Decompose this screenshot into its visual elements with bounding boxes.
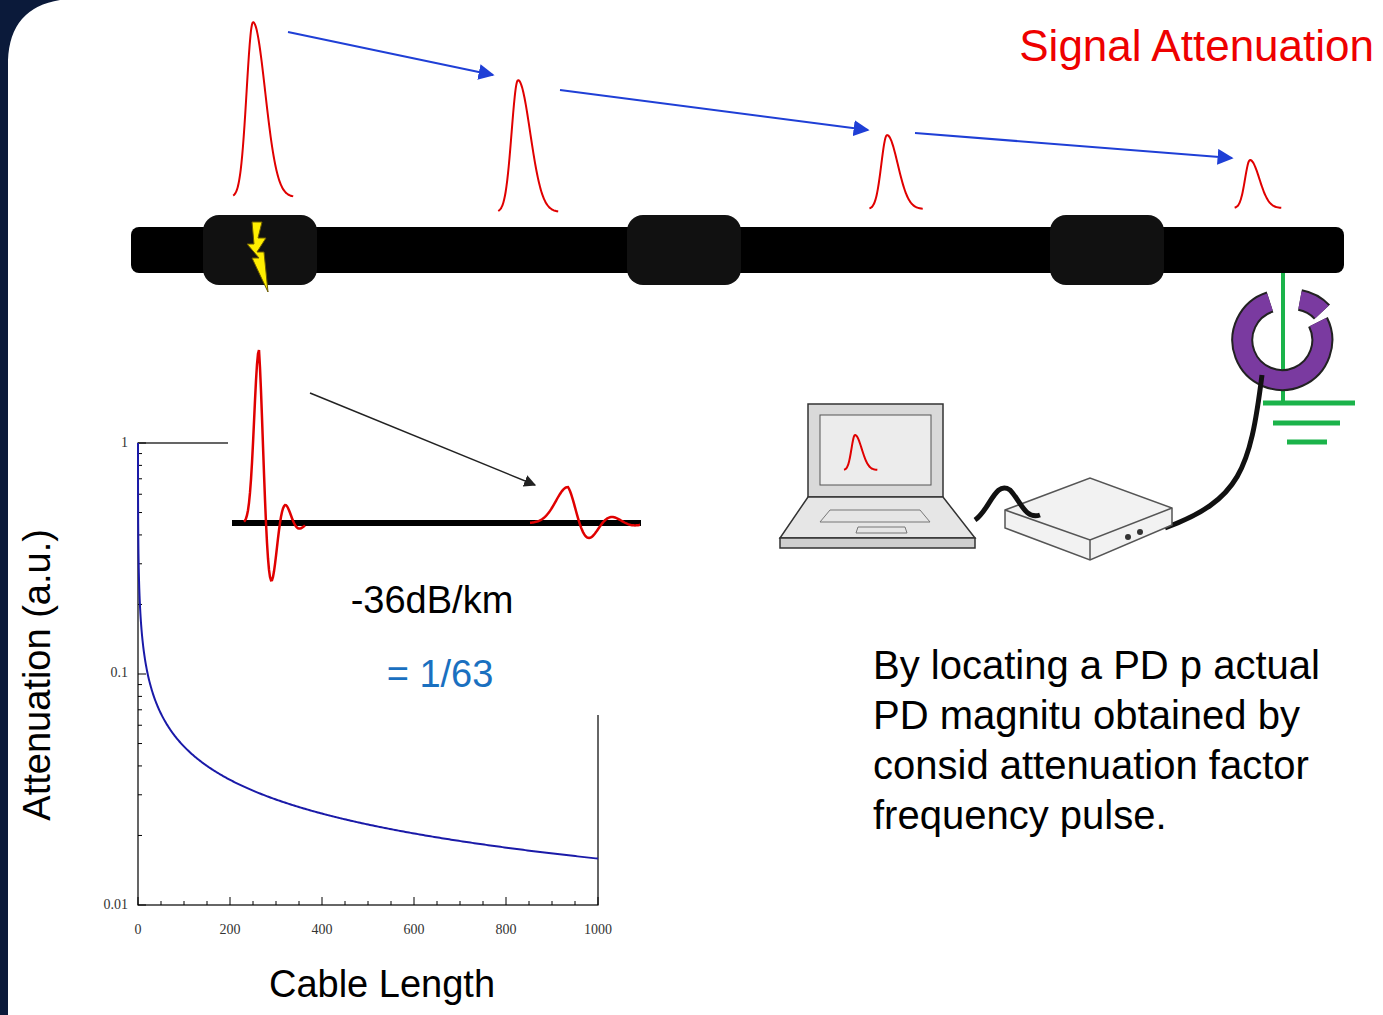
axis-tick-label: 800 — [496, 922, 517, 937]
pd-pulse — [844, 435, 877, 470]
usb-cable — [975, 488, 1040, 520]
acquisition-unit — [1005, 478, 1172, 560]
y-tick — [138, 765, 142, 766]
axis-tick-label: 0 — [135, 922, 142, 937]
x-tick — [552, 901, 553, 905]
pd-pulse — [233, 22, 293, 196]
x-tick — [276, 901, 277, 905]
x-tick — [506, 897, 507, 905]
ground-symbol — [1263, 401, 1355, 406]
y-tick — [138, 696, 142, 697]
pd-pulse — [498, 80, 558, 211]
x-tick — [575, 901, 576, 905]
note-text: By locating a PD p actual PD magnitu obt… — [873, 640, 1373, 840]
ground-symbol — [1273, 421, 1340, 426]
x-tick — [184, 901, 185, 905]
x-tick — [414, 897, 415, 905]
attenuation-rate: -36dB/km — [351, 580, 514, 622]
sensor-cable — [1165, 375, 1262, 528]
cable-joint — [1050, 215, 1164, 285]
y-tick — [138, 709, 142, 710]
inset-pulse — [244, 350, 305, 580]
x-tick — [483, 901, 484, 905]
cable-joint — [627, 215, 741, 285]
axis-tick-label: 1 — [121, 435, 128, 450]
frame-edge — [0, 0, 60, 1015]
x-tick — [437, 901, 438, 905]
pd-pulse — [1235, 160, 1282, 208]
y-tick — [138, 443, 146, 444]
x-tick — [391, 901, 392, 905]
y-tick — [138, 835, 142, 836]
hfct-sensor — [1242, 300, 1322, 380]
x-tick — [529, 901, 530, 905]
attenuation-ratio: = 1/63 — [387, 654, 494, 696]
travel-arrow — [560, 90, 868, 130]
y-tick — [138, 684, 142, 685]
y-tick — [138, 674, 146, 675]
inset-pulse — [530, 487, 640, 538]
axis-tick-label: 600 — [404, 922, 425, 937]
x-tick — [460, 901, 461, 905]
x-tick — [207, 901, 208, 905]
axis-title: Cable Length — [269, 964, 495, 1006]
travel-arrow — [915, 133, 1232, 158]
x-tick — [299, 901, 300, 905]
slide-title: Signal Attenuation — [1019, 22, 1374, 70]
axis-title: Attenuation (a.u.) — [17, 529, 59, 821]
y-tick — [138, 794, 142, 795]
x-tick — [598, 897, 599, 905]
x-tick — [253, 901, 254, 905]
y-tick — [138, 725, 142, 726]
x-tick — [345, 901, 346, 905]
axis-tick-label: 1000 — [584, 922, 612, 937]
axis-tick-label: 0.1 — [111, 665, 129, 680]
x-tick — [230, 897, 231, 905]
laptop — [780, 404, 975, 548]
ground-symbol — [1287, 440, 1327, 445]
axis-tick-label: 200 — [220, 922, 241, 937]
y-tick — [138, 905, 146, 906]
x-tick — [322, 897, 323, 905]
axis-tick-label: 400 — [312, 922, 333, 937]
pd-pulse — [869, 135, 922, 209]
x-tick — [368, 901, 369, 905]
inset-ground — [228, 330, 652, 715]
y-tick — [138, 743, 142, 744]
x-tick — [161, 901, 162, 905]
inset-arrow — [310, 393, 535, 485]
lightning-bolt — [247, 222, 268, 292]
travel-arrow — [288, 32, 493, 75]
x-tick — [138, 897, 139, 905]
axis-tick-label: 0.01 — [104, 897, 129, 912]
